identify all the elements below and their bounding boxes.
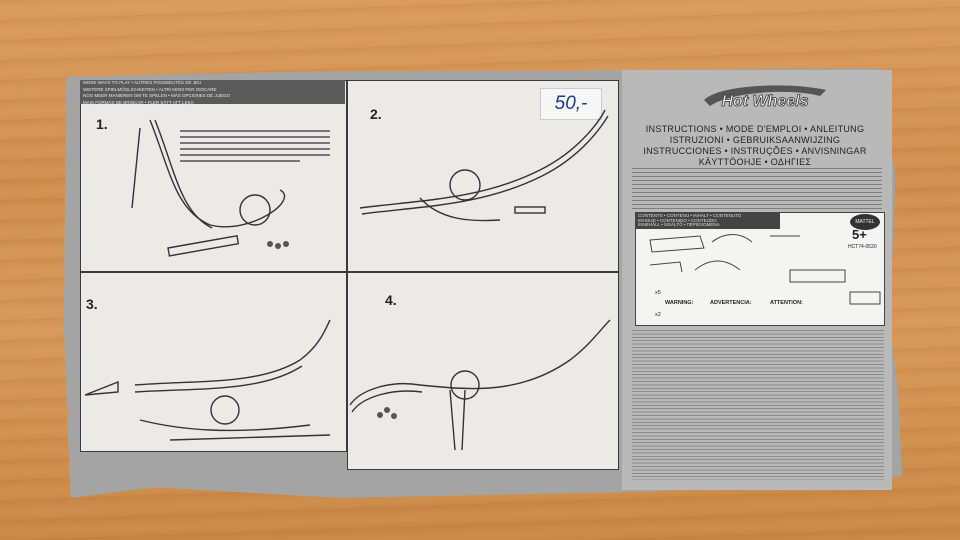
track-loop [210,395,240,425]
header-line: NOG MEER MANIEREN OM TE SPELEN • MÁS OPC… [83,93,231,99]
header-line: WEITERE SPIELMÖGLICHKEITEN • ALTRI MODI … [83,86,217,92]
contents-line: INNEHÅLL • SISÄLTÖ • ΠΕΡΙΕΧΟΜΕΝΑ [638,222,720,228]
header-line: MORE WAYS TO PLAY • AUTRES POSSIBILITÉS … [83,80,202,85]
part-car [849,291,881,305]
track-curve [361,115,609,215]
title-line: INSTRUCTIONS • MODE D'EMPLOI • ANLEITUNG [645,124,865,134]
mattel-logo: MATTEL [850,214,880,230]
part-curve [711,234,753,243]
accessory-piece [275,243,281,249]
track-curve [359,109,606,209]
accessory-piece [283,241,289,247]
hot-wheels-logo: Hot Wheels [704,85,826,110]
track-curve [351,390,423,413]
instructions-title: INSTRUCTIONS • MODE D'EMPLOI • ANLEITUNG… [630,124,880,168]
track-curve [139,419,311,432]
part-piece [649,261,683,273]
track-straight [169,434,331,441]
text-line [180,148,330,150]
track-curve [134,365,303,393]
header-line: MUITA KÄYTTÖTAPOJA • ΑΛΛΟΙ ΤΡΟΠΟΙ ΠΑΙΧΝΙ… [83,106,196,112]
legal-fine-print [632,330,884,480]
track-curve [419,197,501,222]
warning-label-fr: ATTENTION: [770,300,803,306]
title-line: ISTRUZIONI • GEBRUIKSAANWIJZING [669,135,841,145]
track-loop [239,194,271,226]
title-line: KÄYTTÖOHJE • ΟΔΗΓΙΕΣ [698,157,812,167]
header-line: MAIS FORMAS DE BRINCAR • FLER SÄTT ATT L… [83,99,194,105]
track-curve [134,319,331,386]
step-1-number: 1. [96,116,108,132]
support-pole [461,389,466,451]
text-line [180,142,330,144]
support-pole [449,389,456,451]
step-3-panel [80,272,347,452]
contents-box [635,212,885,326]
part-track [649,235,705,253]
age-rating: 5+ [852,227,867,242]
contents-line: INHOUD • CONTENIDO • CONTEÚDO [638,217,717,223]
track-curve [154,119,213,229]
text-line [180,154,330,156]
support-pole [131,127,141,209]
step-2-number: 2. [370,106,382,122]
price-sticker: 50,- [540,88,602,120]
text-line [180,130,330,132]
warning-label-en: WARNING: [665,300,694,306]
intro-fine-print [632,168,882,210]
step-3-number: 3. [86,296,98,312]
step-4-panel [347,272,619,470]
accessory-piece [384,407,390,413]
svg-text:Hot Wheels: Hot Wheels [721,93,808,110]
accessory-piece [377,412,383,418]
text-line [180,136,330,138]
ramp-piece [84,380,119,396]
contents-line: CONTENTS • CONTENU • INHALT • CONTENUTO [638,213,742,218]
part-launcher [789,269,846,283]
track-loop [449,169,481,201]
quantity-label: x2 [655,312,661,318]
contents-header: CONTENTS • CONTENU • INHALT • CONTENUTO … [636,213,780,229]
part-curve [694,260,741,271]
track-curve [349,319,611,406]
accessory-piece [391,413,397,419]
accessory-piece [267,241,273,247]
text-line [180,160,300,162]
quantity-label: x5 [655,290,661,296]
track-curve [149,119,286,228]
product-code: HCT74-0520 [848,244,877,250]
launcher [167,235,240,257]
title-line: INSTRUCCIONES • INSTRUÇÕES • ANVISNINGAR [643,146,867,156]
more-ways-to-play-header: MORE WAYS TO PLAY • AUTRES POSSIBILITÉS … [80,80,345,111]
step-4-number: 4. [385,292,397,308]
warning-label-es: ADVERTENCIA: [710,300,752,306]
launcher [514,206,546,214]
